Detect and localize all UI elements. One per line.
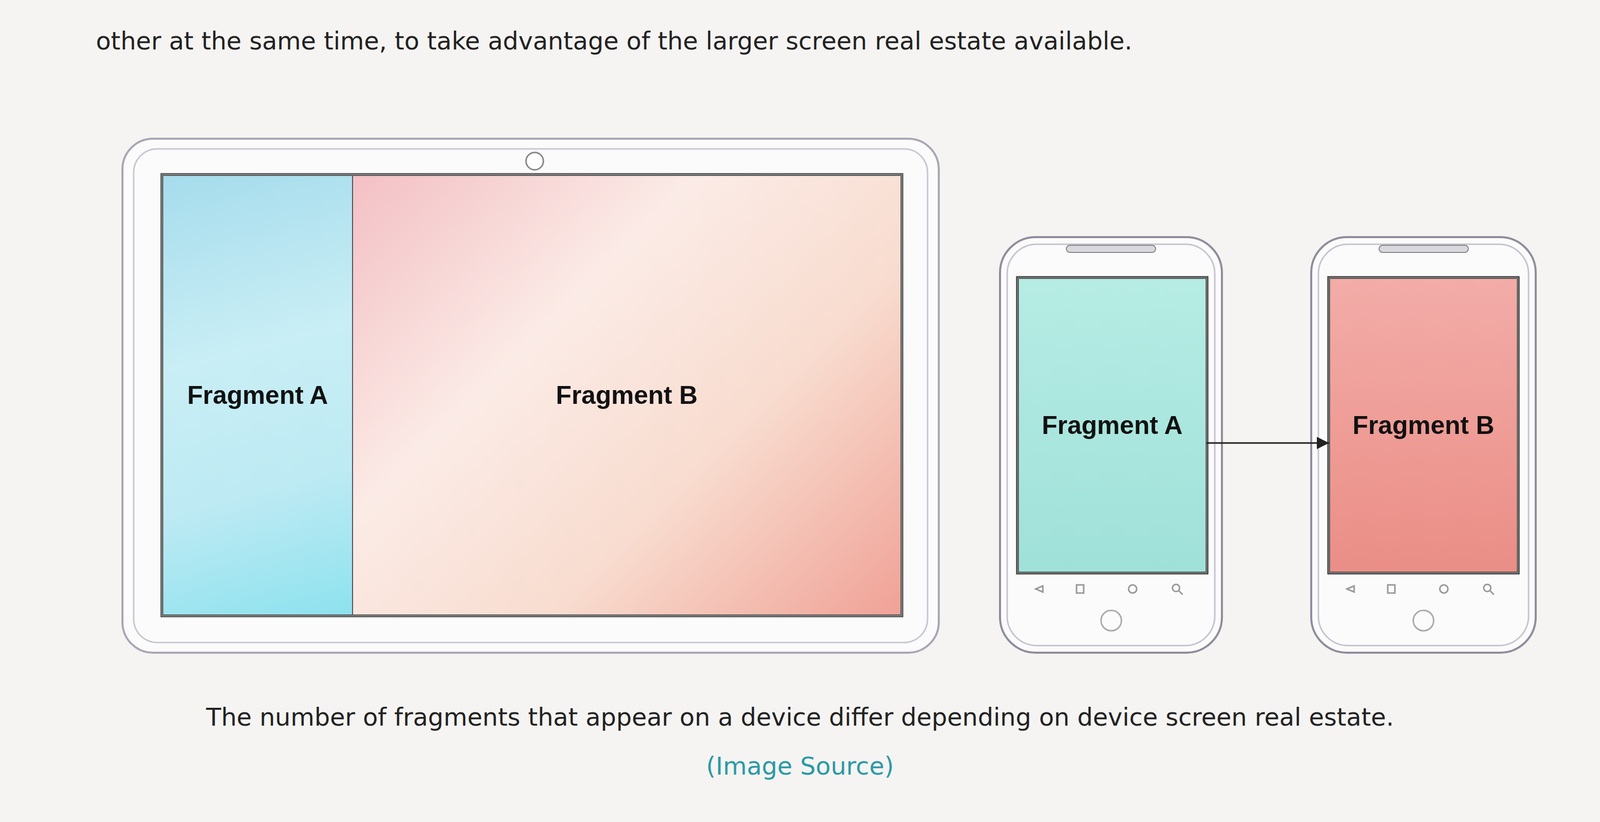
fragment-panel: Fragment A	[162, 175, 354, 616]
fragment-label: Fragment B	[1352, 410, 1495, 441]
fragment-screen: Fragment A	[1017, 278, 1207, 573]
source-link: (Image Source)	[0, 752, 1600, 781]
fragment-label: Fragment B	[556, 380, 698, 411]
phone-outline	[1311, 237, 1536, 654]
fragment-panel: Fragment B	[352, 175, 902, 616]
fragment-label: Fragment A	[187, 380, 329, 411]
tablet-outline	[122, 138, 939, 654]
phone-outline	[1000, 237, 1222, 654]
flow-arrow	[1206, 442, 1330, 444]
fragment-label: Fragment A	[1041, 410, 1183, 441]
body-text: other at the same time, to take advantag…	[95, 26, 1576, 56]
figure-caption: The number of fragments that appear on a…	[0, 703, 1600, 732]
fragment-screen: Fragment B	[1329, 278, 1518, 573]
